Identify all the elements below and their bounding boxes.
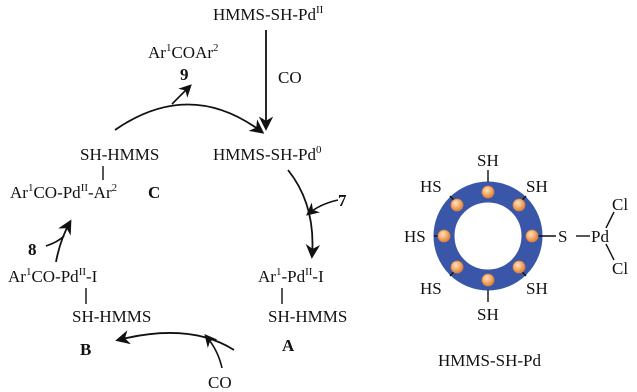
hs-top-left: HS	[420, 177, 442, 196]
sh-bottom: SH	[477, 305, 499, 324]
sh-top: SH	[477, 151, 499, 170]
hs-bottom-left: HS	[420, 279, 442, 298]
co-top-label: CO	[278, 68, 302, 87]
cl-upper: Cl	[612, 195, 628, 214]
intermediate-b-label: B	[80, 340, 91, 359]
reagent-7-arrow	[306, 199, 339, 216]
reagent-number-7: 7	[338, 191, 347, 210]
bead	[450, 260, 464, 274]
sh-top-right: SH	[526, 177, 548, 196]
intermediate-a-line2: SH-HMMS	[268, 307, 347, 326]
catalyst-caption: HMMS-SH-Pd	[438, 351, 541, 370]
bead	[525, 229, 539, 243]
intermediate-c-line1: Ar1CO-PdII-Ar2	[10, 182, 117, 202]
intermediate-c-line0: SH-HMMS	[80, 145, 159, 164]
co-bottom-arrow	[204, 334, 223, 369]
catalyst-structure: SH SH HS HS S Pd Cl Cl HS SH SH HMMS-SH-…	[404, 151, 628, 370]
reagent-8-arrow	[45, 235, 65, 247]
bead	[481, 185, 495, 199]
reagent-number-8: 8	[28, 240, 37, 259]
s-bridge: S	[558, 227, 567, 246]
intermediate-b-line2: SH-HMMS	[72, 307, 151, 326]
hs-left: HS	[404, 227, 426, 246]
sh-bottom-right: SH	[526, 279, 548, 298]
reductive-elimination-arrow	[114, 103, 265, 134]
intermediate-b-line1: Ar1CO-PdII-I	[8, 266, 98, 286]
intermediate-c-label: C	[148, 183, 160, 202]
product-number-9: 9	[180, 65, 189, 84]
product-release-arrow	[171, 84, 192, 105]
pd-center: Pd	[591, 227, 609, 246]
cl-lower: Cl	[612, 259, 628, 278]
co-bottom-label: CO	[208, 373, 232, 392]
intermediate-a-label: A	[282, 336, 295, 355]
product-label: Ar1COAr2	[148, 42, 219, 62]
bead	[450, 198, 464, 212]
top-complex-label: HMMS-SH-PdII	[213, 4, 324, 24]
transmetalation-arrow	[55, 219, 72, 263]
pd0-complex-label: HMMS-SH-Pd0	[213, 144, 322, 164]
bead	[512, 198, 526, 212]
bead	[481, 273, 495, 287]
co-insertion-arrow	[115, 330, 235, 351]
bead	[437, 229, 451, 243]
bead	[512, 260, 526, 274]
intermediate-a-line1: Ar1-PdII-I	[258, 266, 324, 286]
